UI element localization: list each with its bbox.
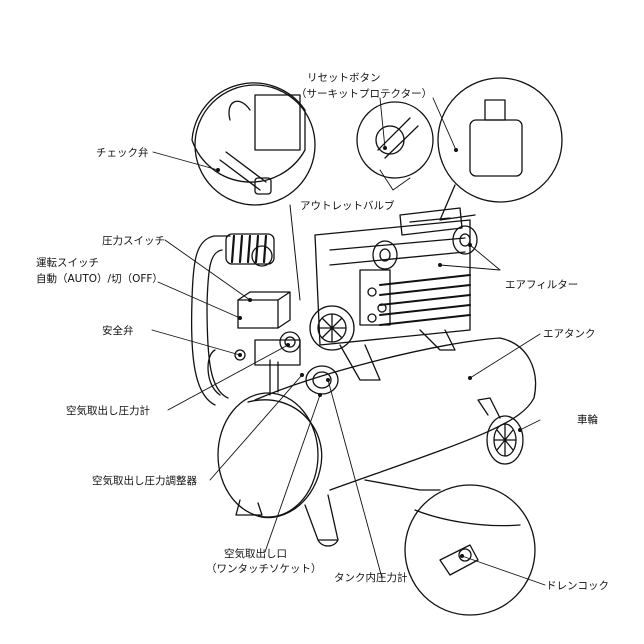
label-outlet-valve: アウトレットバルブ [300, 200, 395, 212]
label-pressure-switch: 圧力スイッチ [102, 235, 165, 247]
air-tank-shape [217, 337, 537, 547]
label-check-valve: チェック弁 [96, 147, 149, 159]
callout-check-valve [191, 82, 316, 301]
callout-reset-button [356, 101, 434, 179]
handle-shape [190, 233, 275, 406]
label-air-tank: エアタンク [543, 328, 596, 340]
valve-cluster [207, 291, 339, 396]
label-outlet-pressure-regulator: 空気取出し圧力調整器 [92, 475, 197, 487]
callout-drain-cock [364, 479, 536, 616]
label-one-touch-socket: （ワンタッチソケット） [206, 563, 322, 575]
callout-circuit-protector [437, 77, 563, 221]
label-wheel: 車輪 [577, 414, 598, 426]
wheel-shape [477, 397, 524, 465]
motor-body [309, 219, 471, 381]
label-drain-cock: ドレンコック [546, 580, 609, 592]
label-tank-pressure-gauge: タンク内圧力計 [334, 572, 408, 584]
arrowheads [216, 146, 522, 558]
leader-lines [151, 97, 546, 586]
air-filter-shapes [372, 207, 478, 270]
label-operation-switch-modes: 自動（AUTO）/切（OFF） [36, 273, 163, 285]
label-reset-button: リセットボタン [307, 72, 381, 84]
label-operation-switch: 運転スイッチ [36, 257, 99, 269]
label-air-outlet: 空気取出し口 [224, 548, 287, 560]
label-circuit-protector: （サーキットプロテクター） [296, 88, 433, 100]
label-safety-valve: 安全弁 [102, 325, 134, 337]
label-air-filter: エアフィルター [505, 279, 579, 291]
label-outlet-pressure-gauge: 空気取出し圧力計 [66, 405, 150, 417]
